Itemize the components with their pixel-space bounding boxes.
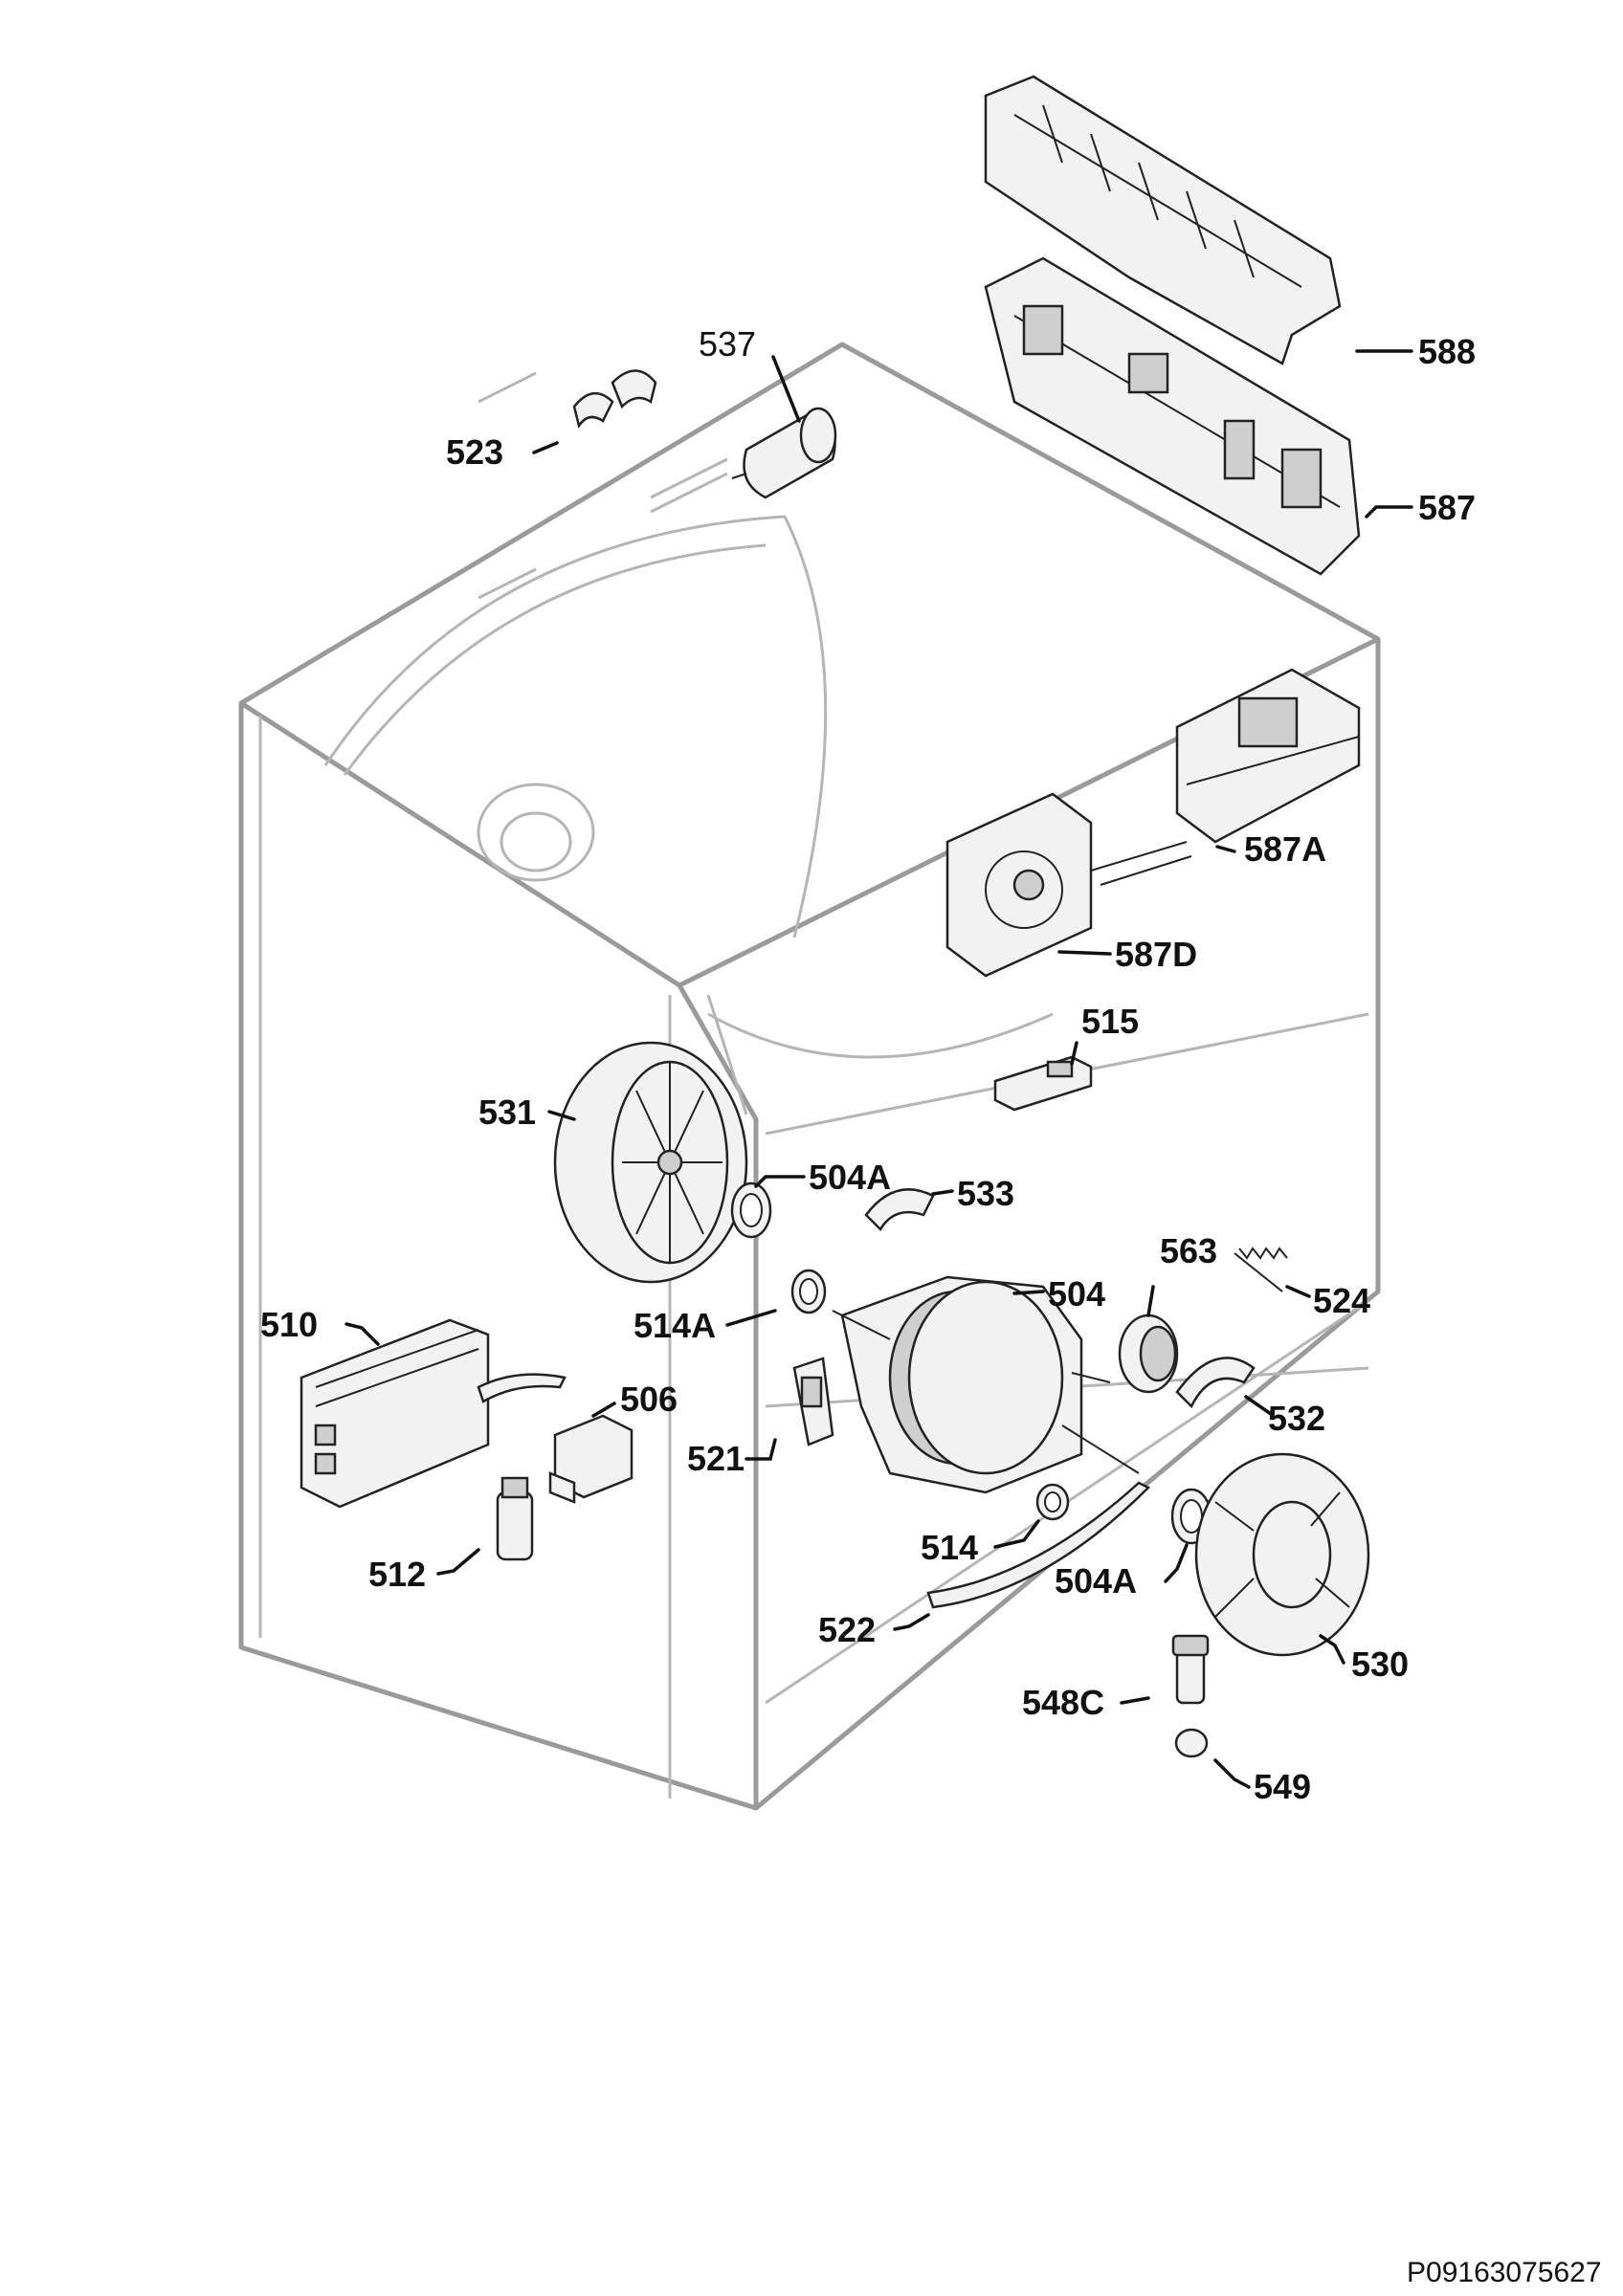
label-533: 533 bbox=[957, 1174, 1014, 1213]
label-531: 531 bbox=[478, 1093, 536, 1132]
part-512 bbox=[496, 1476, 534, 1561]
label-512: 512 bbox=[368, 1555, 426, 1594]
part-523-clip bbox=[572, 369, 657, 430]
label-506: 506 bbox=[620, 1380, 678, 1419]
label-522: 522 bbox=[818, 1610, 876, 1649]
label-532: 532 bbox=[1268, 1399, 1325, 1438]
cabinet-outline bbox=[238, 342, 1381, 1811]
label-510: 510 bbox=[260, 1305, 318, 1344]
part-548C-foot bbox=[1171, 1634, 1210, 1705]
part-537-capacitor bbox=[731, 407, 837, 499]
part-587D-selector bbox=[945, 792, 1093, 978]
label-587: 587 bbox=[1418, 488, 1476, 527]
part-514A-ring bbox=[790, 1269, 827, 1314]
label-504: 504 bbox=[1048, 1274, 1105, 1314]
part-587A-board bbox=[1090, 668, 1361, 886]
part-524-spring bbox=[1234, 1247, 1288, 1292]
part-587-control-board bbox=[984, 256, 1361, 576]
part-533 bbox=[864, 1188, 935, 1232]
label-514: 514 bbox=[921, 1528, 978, 1567]
part-530-fan bbox=[1194, 1452, 1370, 1657]
part-532 bbox=[1175, 1357, 1256, 1409]
label-515: 515 bbox=[1081, 1002, 1139, 1041]
label-587D: 587D bbox=[1115, 935, 1197, 974]
label-548C: 548C bbox=[1022, 1683, 1104, 1722]
label-504A-top: 504A bbox=[809, 1158, 891, 1197]
label-563: 563 bbox=[1160, 1231, 1217, 1270]
label-530: 530 bbox=[1351, 1645, 1409, 1684]
label-549: 549 bbox=[1254, 1767, 1311, 1806]
part-521 bbox=[792, 1357, 834, 1446]
part-504-motor bbox=[832, 1275, 1140, 1494]
label-521: 521 bbox=[687, 1439, 745, 1478]
part-563-pulley bbox=[1118, 1314, 1179, 1394]
part-515 bbox=[993, 1055, 1093, 1112]
label-514A: 514A bbox=[634, 1306, 716, 1345]
part-labels: 537 523 588 587 587A 587D 515 531 504A 5… bbox=[260, 324, 1476, 1806]
label-588: 588 bbox=[1418, 332, 1476, 371]
part-510-heater bbox=[300, 1318, 567, 1509]
label-587A: 587A bbox=[1244, 829, 1326, 869]
part-506 bbox=[548, 1414, 634, 1504]
label-523: 523 bbox=[446, 432, 503, 472]
label-504A-bottom: 504A bbox=[1055, 1561, 1137, 1601]
part-514-ring bbox=[1035, 1483, 1070, 1521]
label-524: 524 bbox=[1313, 1281, 1370, 1320]
part-522-strip bbox=[926, 1481, 1151, 1609]
leader-lines bbox=[345, 349, 1413, 1789]
part-504A-ring-top bbox=[730, 1181, 772, 1239]
part-588-cover bbox=[984, 75, 1342, 365]
diagram-reference-code: P09163075627 bbox=[1407, 2257, 1602, 2288]
label-537: 537 bbox=[699, 324, 756, 364]
part-549-cap bbox=[1174, 1728, 1209, 1758]
part-531-fan bbox=[553, 1041, 748, 1284]
